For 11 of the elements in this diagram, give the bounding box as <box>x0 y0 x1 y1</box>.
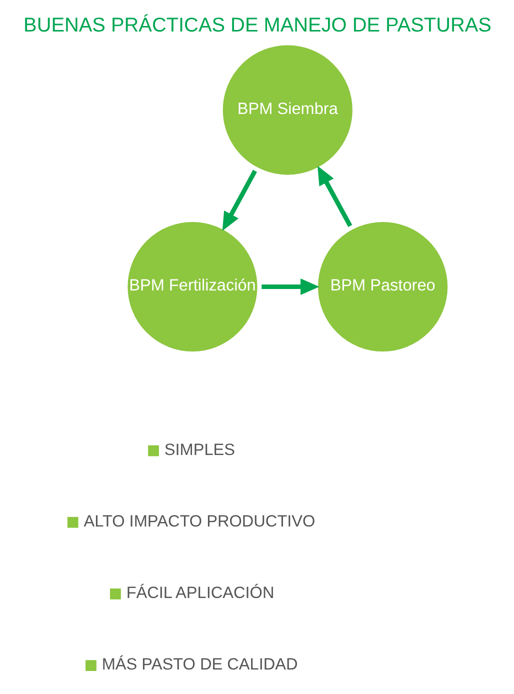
label: SIMPLES <box>164 440 235 459</box>
node-circle: BPM Fertilización <box>126 221 258 352</box>
node-circle: BPM Pastoreo <box>316 221 448 352</box>
label: MÁS PASTO DE CALIDAD <box>101 656 298 674</box>
arrow <box>261 278 319 295</box>
arrow <box>317 166 352 228</box>
arrow <box>222 170 256 231</box>
node-circle: BPM Siembra <box>221 44 353 176</box>
label: FÁCIL APLICACIÓN <box>126 584 274 602</box>
diagram-title: BUENAS PRÁCTICAS DE MANEJO DE PASTURAS <box>23 14 491 37</box>
label: ALTO IMPACTO PRODUCTIVO <box>83 512 315 530</box>
